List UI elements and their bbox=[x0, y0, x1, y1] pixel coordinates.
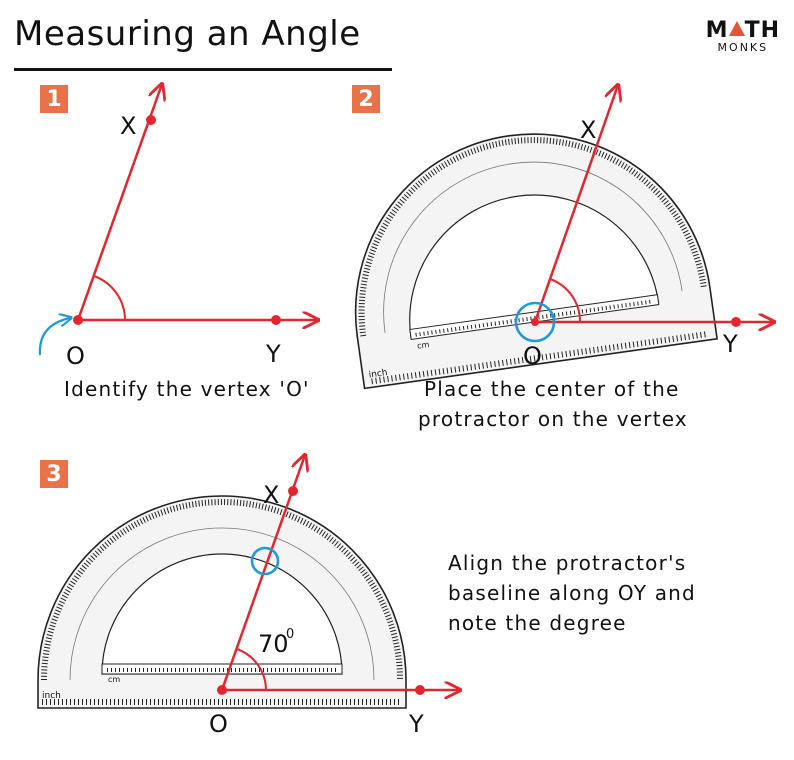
vertex-point-o-step1 bbox=[73, 315, 83, 325]
angle-readout-degree: 0 bbox=[286, 627, 294, 642]
angle-arc-step2 bbox=[549, 278, 582, 323]
protractor-cm-label-step2: cm bbox=[417, 340, 431, 351]
label-o-step1: O bbox=[66, 342, 85, 370]
center-highlight-circle-step2 bbox=[514, 301, 556, 343]
vertex-point-o-step2 bbox=[531, 318, 539, 326]
step-1-caption: Identify the vertex 'O' bbox=[64, 377, 310, 401]
label-o-step3: O bbox=[209, 710, 228, 738]
step-1-badge: 1 bbox=[40, 85, 68, 113]
step-3-diagram: inch cm 70 0 O X Y bbox=[37, 455, 460, 738]
vertex-point-o-step3 bbox=[217, 685, 227, 695]
step-3-caption-line-3: note the degree bbox=[448, 611, 627, 635]
step-2-caption-line-2: protractor on the vertex bbox=[418, 407, 688, 431]
logo-text-m: M bbox=[705, 18, 729, 43]
step-1-diagram: O X Y bbox=[38, 84, 318, 370]
step-3-caption-line-2: baseline along OY and bbox=[448, 581, 696, 605]
point-y-step2 bbox=[731, 317, 741, 327]
protractor-inner-window-step2 bbox=[409, 194, 660, 339]
label-y-step2: Y bbox=[722, 330, 738, 358]
vertex-pointer-arrow-icon bbox=[38, 318, 70, 356]
protractor-cm-label-step3: cm bbox=[108, 675, 120, 684]
reading-highlight-circle-step3 bbox=[250, 546, 280, 576]
protractor-inner-window-step3 bbox=[101, 553, 343, 675]
point-x-step1 bbox=[146, 115, 156, 125]
protractor-step3: inch cm bbox=[37, 495, 407, 709]
logo-triangle-icon bbox=[728, 21, 745, 36]
protractor-step2: inch cm bbox=[354, 133, 719, 390]
label-x-step2: X bbox=[580, 116, 596, 144]
protractor-inch-label-step3: inch bbox=[42, 691, 61, 701]
step-3-badge: 3 bbox=[40, 460, 68, 488]
ray-ox-step2 bbox=[533, 85, 618, 323]
protractor-cm-scale-step3 bbox=[101, 663, 343, 675]
label-o-step2: O bbox=[523, 342, 542, 370]
math-monks-logo: M TH MONKS bbox=[706, 18, 780, 54]
point-x-step3 bbox=[288, 486, 298, 496]
protractor-inch-label-step2: inch bbox=[368, 368, 388, 381]
page-title: Measuring an Angle bbox=[14, 14, 361, 54]
point-y-step3 bbox=[415, 685, 425, 695]
label-y-step1: Y bbox=[265, 340, 281, 368]
angle-readout-value: 70 bbox=[258, 630, 289, 658]
step-2-badge: 2 bbox=[352, 85, 380, 113]
point-y-step1 bbox=[271, 315, 281, 325]
step-2-diagram: inch cm O X Y bbox=[354, 85, 774, 390]
step-3-caption-line-1: Align the protractor's bbox=[448, 551, 687, 575]
angle-arc-step1 bbox=[93, 275, 126, 321]
step-2-caption-line-1: Place the center of the bbox=[424, 377, 680, 401]
label-y-step3: Y bbox=[408, 710, 424, 738]
label-x-step1: X bbox=[120, 112, 136, 140]
logo-text-th: TH bbox=[744, 18, 780, 43]
logo-subtitle: MONKS bbox=[717, 41, 769, 54]
angle-arc-step3 bbox=[236, 648, 267, 691]
title-underline bbox=[14, 68, 392, 71]
label-x-step3: X bbox=[263, 481, 279, 509]
